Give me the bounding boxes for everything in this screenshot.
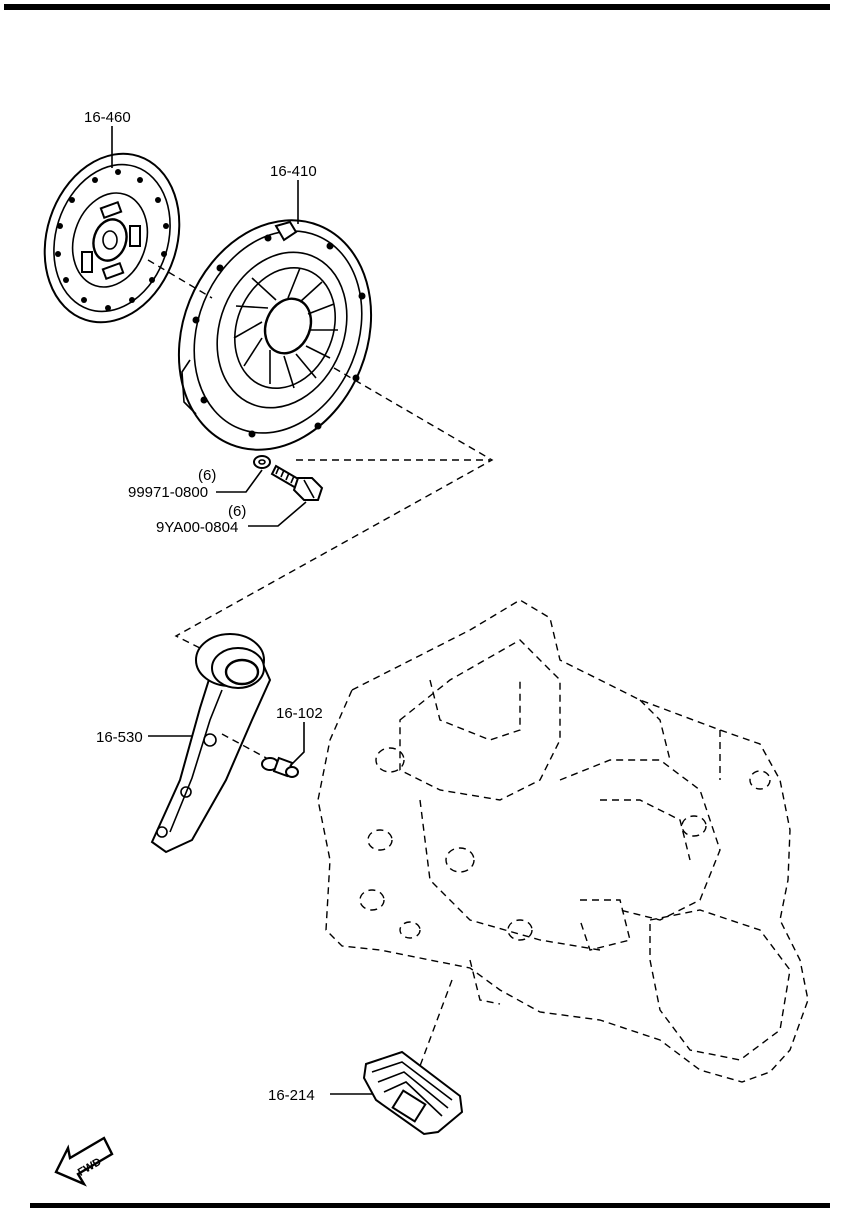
cover-bolt [270, 464, 324, 501]
label-boot: 16-214 [268, 1087, 315, 1104]
label-bolt-qty: (6) [228, 503, 246, 520]
transmission-housing [317, 599, 809, 1083]
label-pivot-bolt: 16-102 [276, 705, 323, 722]
label-washer-qty: (6) [198, 467, 216, 484]
pivot-bolt [261, 756, 299, 778]
clutch-cover [177, 219, 373, 451]
top-border [4, 4, 830, 10]
label-clutch-disc: 16-460 [84, 109, 131, 126]
label-lock-washer: 99971-0800 [128, 484, 208, 501]
boot [362, 1050, 464, 1136]
fwd-arrow-icon: FWD [54, 1136, 114, 1187]
lock-washer [253, 455, 271, 469]
label-release-fork: 16-530 [96, 729, 143, 746]
label-cover-bolt: 9YA00-0804 [156, 519, 238, 536]
bottom-border [30, 1203, 830, 1208]
release-fork [150, 633, 272, 854]
clutch-disc [43, 152, 181, 324]
label-clutch-cover: 16-410 [270, 163, 317, 180]
